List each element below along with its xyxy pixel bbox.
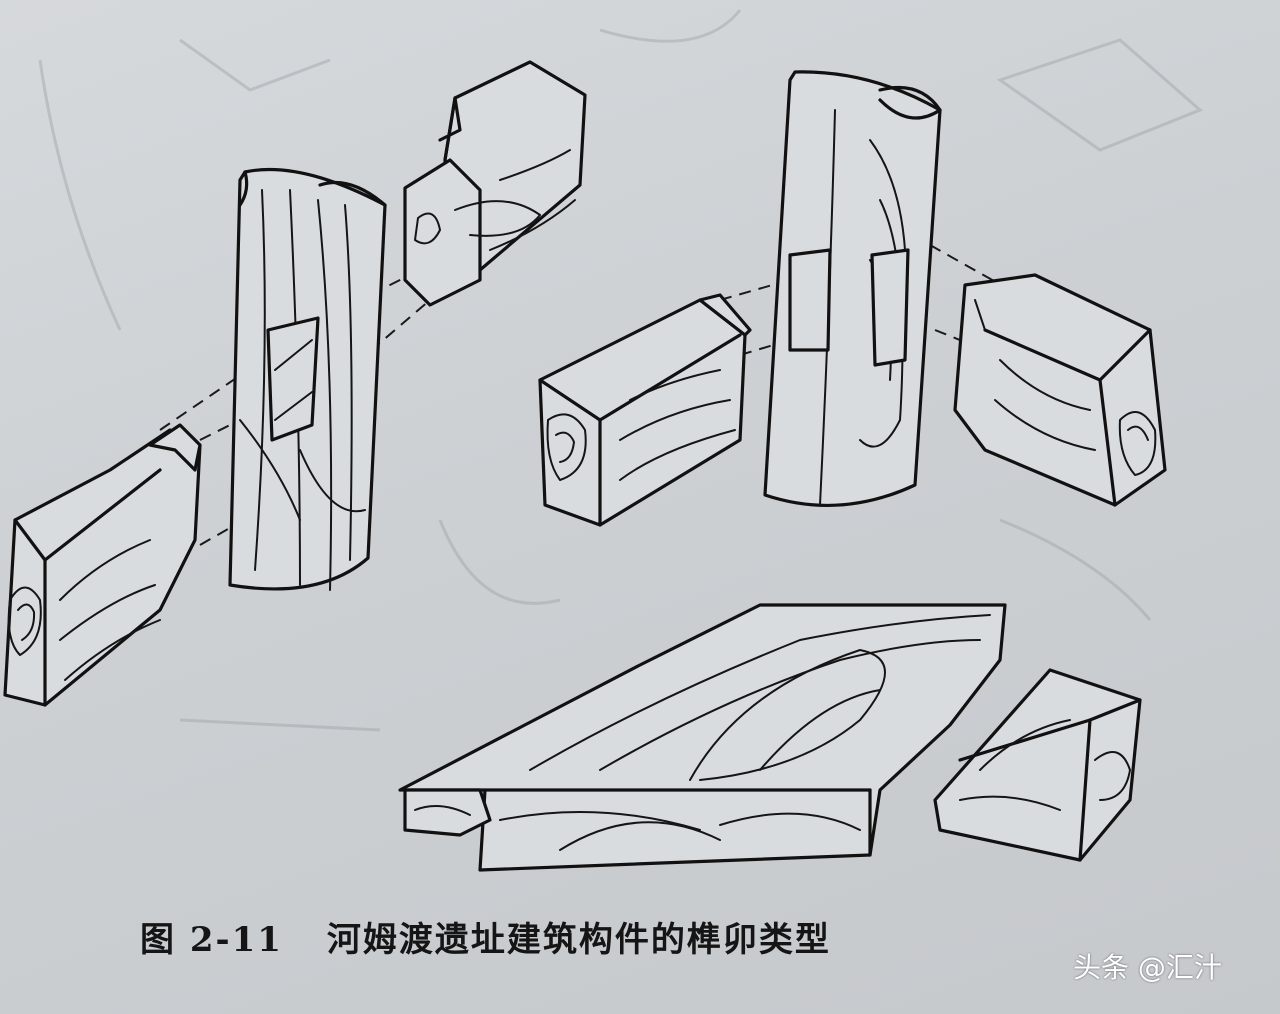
tongue-and-groove-planks (398, 603, 1142, 872)
right-column (763, 70, 942, 507)
source-watermark: 头条 @汇汁 (1073, 951, 1222, 984)
upper-tenon-beam (403, 60, 587, 307)
grooved-plank (398, 603, 1007, 872)
bleed-through-marks (38, 9, 1203, 732)
right-group-left-beam (538, 293, 752, 527)
figure-title: 河姆渡遗址建筑构件的榫卯类型 (326, 920, 831, 960)
left-column (228, 167, 387, 591)
tongue-plank (933, 668, 1142, 862)
figure-number: 图 2-11 (140, 920, 283, 960)
figure-caption: 图 2-11 河姆渡遗址建筑构件的榫卯类型 (140, 912, 831, 961)
right-column-joint (538, 70, 1167, 527)
left-column-joint (3, 60, 587, 707)
lower-tenon-beam (3, 423, 202, 707)
right-group-right-beam (953, 273, 1167, 507)
